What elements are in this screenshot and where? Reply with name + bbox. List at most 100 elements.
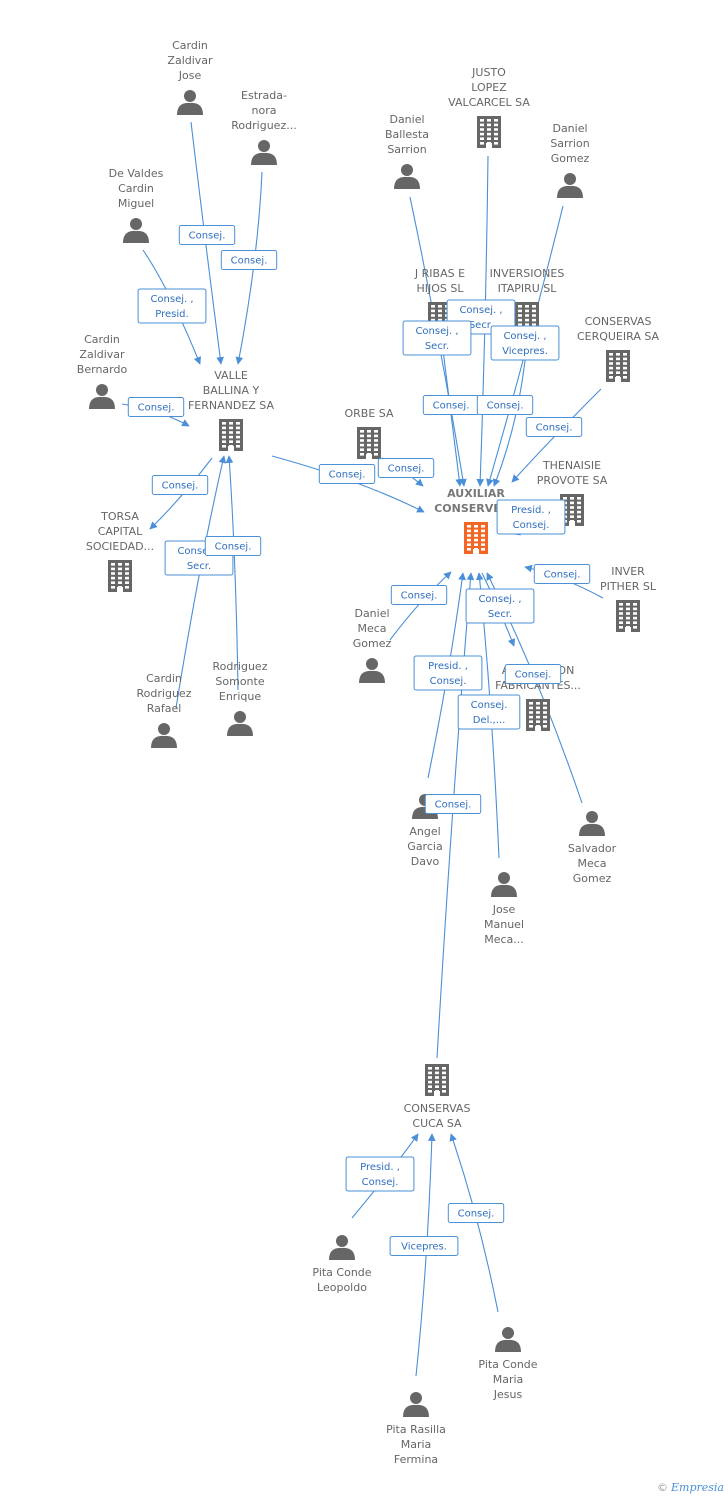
edge-role-label[interactable]: Consej.Del.,... <box>457 694 521 730</box>
edge-role-label[interactable]: Consej. , Presid. <box>137 288 207 324</box>
node-label: Jose <box>178 69 202 82</box>
building-icon <box>108 560 132 592</box>
node-label: Pita Conde <box>478 1358 537 1371</box>
edge-role-text: Consej. <box>329 470 366 481</box>
edge-role-label[interactable]: Consej. <box>377 458 435 478</box>
edge-role-text: Consej. <box>471 700 508 711</box>
edge-role-label[interactable]: Consej. <box>525 417 583 437</box>
edge-role-label[interactable]: Consej. <box>220 250 278 270</box>
edge-role-label[interactable]: Consej. <box>390 585 448 605</box>
building-icon <box>526 699 550 731</box>
node-label: Miguel <box>118 197 154 210</box>
edge-role-label[interactable]: Presid. , Consej. <box>413 655 483 691</box>
edge-role-label[interactable]: Consej. <box>424 794 482 814</box>
building-icon <box>357 427 381 459</box>
footer-brand[interactable]: ©Empresia <box>657 1481 724 1494</box>
node-label: Maria <box>401 1438 432 1451</box>
node-label: ITAPIRU SL <box>498 282 558 295</box>
node-label: CUCA SA <box>412 1117 462 1130</box>
edge-role-text: Consej. <box>362 1177 399 1188</box>
node-label: Estrada- <box>241 89 287 102</box>
node-label: AUXILIAR <box>447 487 505 500</box>
edge-role-text: Presid. , <box>360 1162 400 1173</box>
relation-edge <box>441 341 463 487</box>
node-label: Enrique <box>219 690 261 703</box>
node-label: Ballesta <box>385 128 429 141</box>
edge-role-text: Vicepres. <box>502 346 548 357</box>
edge-role-label[interactable]: Presid. ,Consej. <box>496 499 566 535</box>
person-icon <box>177 90 203 115</box>
node-label: Leopoldo <box>317 1281 367 1294</box>
node-jose-manuel[interactable]: JoseManuelMeca... <box>484 872 524 946</box>
edge-role-text: Consej. , <box>150 294 193 305</box>
edge-role-label[interactable]: Consej. <box>127 397 185 417</box>
edge-role-label[interactable]: Consej. <box>422 395 480 415</box>
edge-role-label[interactable]: Consej. <box>204 536 262 556</box>
edge-role-label[interactable]: Consej. ,Vicepres. <box>490 325 560 361</box>
node-label: Gomez <box>551 152 590 165</box>
edge-role-label[interactable]: Consej. ,Secr. <box>465 588 535 624</box>
person-icon <box>491 872 517 897</box>
edge-role-text: Consej. <box>544 570 581 581</box>
edge-role-text: Secr. <box>469 320 493 331</box>
node-estrada[interactable]: Estrada-noraRodriguez... <box>231 89 297 165</box>
edge-role-text: Consej. , <box>415 326 458 337</box>
edge-role-label[interactable]: Consej. <box>533 564 591 584</box>
edge-role-label[interactable]: Consej. <box>178 225 236 245</box>
node-label: LOPEZ <box>471 81 507 94</box>
edge-role-text: Secr. <box>488 609 512 620</box>
node-torsa[interactable]: TORSACAPITALSOCIEDAD... <box>86 510 154 592</box>
node-label: Meca <box>577 857 606 870</box>
edge-role-label[interactable]: Consej. <box>504 664 562 684</box>
node-orbe[interactable]: ORBE SA <box>344 407 394 459</box>
node-label: Zaldivar <box>79 348 125 361</box>
edge-role-text: Consej. <box>430 676 467 687</box>
edge-role-label[interactable]: Consej. <box>447 1203 505 1223</box>
node-label: Fermina <box>394 1453 438 1466</box>
node-inver-pither[interactable]: INVER PITHER SL <box>600 565 657 632</box>
relation-edge <box>415 1133 436 1377</box>
edge-role-label[interactable]: Consej. <box>476 395 534 415</box>
person-icon <box>579 811 605 836</box>
node-label: Gomez <box>353 637 392 650</box>
edge-role-text: Presid. , <box>428 661 468 672</box>
copyright-icon: © <box>657 1481 668 1494</box>
node-label: Manuel <box>484 918 524 931</box>
edge-role-label[interactable]: Vicepres. <box>389 1236 459 1256</box>
edge-role-label[interactable]: Consej. ,Secr. <box>402 320 472 356</box>
node-label: nora <box>252 104 277 117</box>
edge-role-label[interactable]: Consej. <box>318 464 376 484</box>
node-label: Maria <box>493 1373 524 1386</box>
person-icon <box>151 723 177 748</box>
edge-role-text: Presid. <box>155 309 188 320</box>
node-label: Rodriguez <box>213 660 268 673</box>
node-label: Zaldivar <box>167 54 213 67</box>
edge-role-text: Consej. <box>231 256 268 267</box>
relation-edge <box>149 457 213 530</box>
node-label: J RIBAS E <box>414 267 465 280</box>
node-label: INVER <box>611 565 645 578</box>
edge-role-label[interactable]: Presid. , Consej. <box>345 1156 415 1192</box>
person-icon <box>403 1392 429 1417</box>
edge-role-label[interactable]: Consej. <box>151 475 209 495</box>
edge-role-text: Consej. , <box>459 305 502 316</box>
node-label: VALLE <box>214 369 248 382</box>
node-label: PITHER SL <box>600 580 657 593</box>
